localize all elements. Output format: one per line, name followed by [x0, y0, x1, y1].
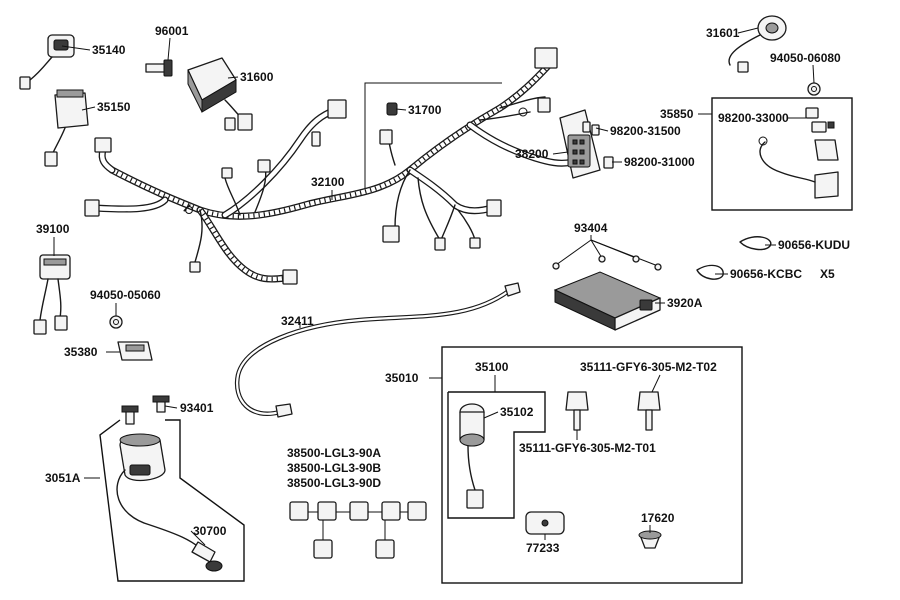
label-35102: 35102	[500, 405, 534, 419]
relays-38500	[289, 501, 427, 559]
label-35140: 35140	[92, 43, 126, 57]
harness-group-frame	[364, 82, 502, 190]
label-90656-kcbc: 90656-KCBC	[730, 267, 802, 281]
clip-77233	[525, 511, 565, 535]
label-3920A: 3920A	[667, 296, 703, 310]
label-94050-05060: 94050-05060	[90, 288, 161, 302]
label-35111-t01: 35111-GFY6-305-M2-T01	[519, 441, 656, 455]
label-94050-06080: 94050-06080	[770, 51, 841, 65]
label-35850: 35850	[660, 107, 694, 121]
regulator-group-frame	[711, 97, 853, 211]
ignition-coil-frame	[99, 419, 245, 582]
fuse-box-38200	[559, 109, 601, 179]
leader-lines	[53, 27, 815, 546]
label-38500-b: 38500-LGL3-90B	[287, 461, 381, 475]
starter-relay-35850	[758, 107, 839, 199]
label-30700: 30700	[193, 524, 227, 538]
label-17620: 17620	[641, 511, 675, 525]
fuse-98200-31500	[582, 121, 600, 136]
regulator-31600	[187, 57, 253, 131]
label-90656-kudu: 90656-KUDU	[778, 238, 850, 252]
label-38200: 38200	[515, 147, 549, 161]
label-98200-31500: 98200-31500	[610, 124, 681, 138]
label-98200-33000: 98200-33000	[718, 111, 789, 125]
key-35111-t02	[637, 391, 661, 431]
ecu-3920A	[553, 271, 662, 331]
key-35111-t01	[565, 391, 589, 431]
connector-35380	[117, 341, 153, 361]
nut-94050-05060	[109, 315, 123, 329]
bolts-93401	[121, 395, 170, 425]
label-31600: 31600	[240, 70, 274, 84]
label-31601: 31601	[706, 26, 740, 40]
label-39100: 39100	[36, 222, 70, 236]
fuse-98200-31000	[603, 156, 614, 169]
label-98200-31000: 98200-31000	[624, 155, 695, 169]
screws-93404	[552, 239, 662, 271]
ignition-switch-35102	[459, 403, 485, 509]
label-93404: 93404	[574, 221, 608, 235]
cable-32411	[234, 282, 521, 418]
label-77233: 77233	[526, 541, 560, 555]
label-35150: 35150	[97, 100, 131, 114]
label-35111-t02: 35111-GFY6-305-M2-T02	[580, 360, 717, 374]
nut-94050-06080	[807, 82, 821, 96]
label-35010: 35010	[385, 371, 419, 385]
cap-17620	[638, 530, 662, 549]
part-labels: 35140 96001 31600 35150 31601 94050-0608…	[36, 24, 850, 555]
main-wiring-harness	[84, 47, 580, 285]
key-set-frame	[447, 391, 546, 519]
connector-31700	[386, 102, 398, 116]
label-qty-x5: X5	[820, 267, 835, 281]
label-38500-a: 38500-LGL3-90A	[287, 446, 381, 460]
relay-39100	[33, 254, 71, 335]
cable-tie-90656-kcbc	[696, 264, 724, 280]
label-35100: 35100	[475, 360, 509, 374]
label-35380: 35380	[64, 345, 98, 359]
label-32411: 32411	[281, 314, 314, 328]
switch-35140	[19, 34, 75, 90]
label-3051A: 3051A	[45, 471, 81, 485]
cable-tie-90656-kudu	[739, 236, 772, 251]
bolt-96001	[145, 59, 173, 77]
label-93401: 93401	[180, 401, 214, 415]
spark-plug-cap-30700	[191, 541, 223, 572]
ignition-group-frame	[441, 346, 743, 584]
label-31700: 31700	[408, 103, 442, 117]
label-38500-d: 38500-LGL3-90D	[287, 476, 381, 490]
relay-35150	[44, 89, 89, 167]
label-96001: 96001	[155, 24, 189, 38]
ignition-coil-3051A	[116, 433, 201, 549]
label-32100: 32100	[311, 175, 345, 189]
